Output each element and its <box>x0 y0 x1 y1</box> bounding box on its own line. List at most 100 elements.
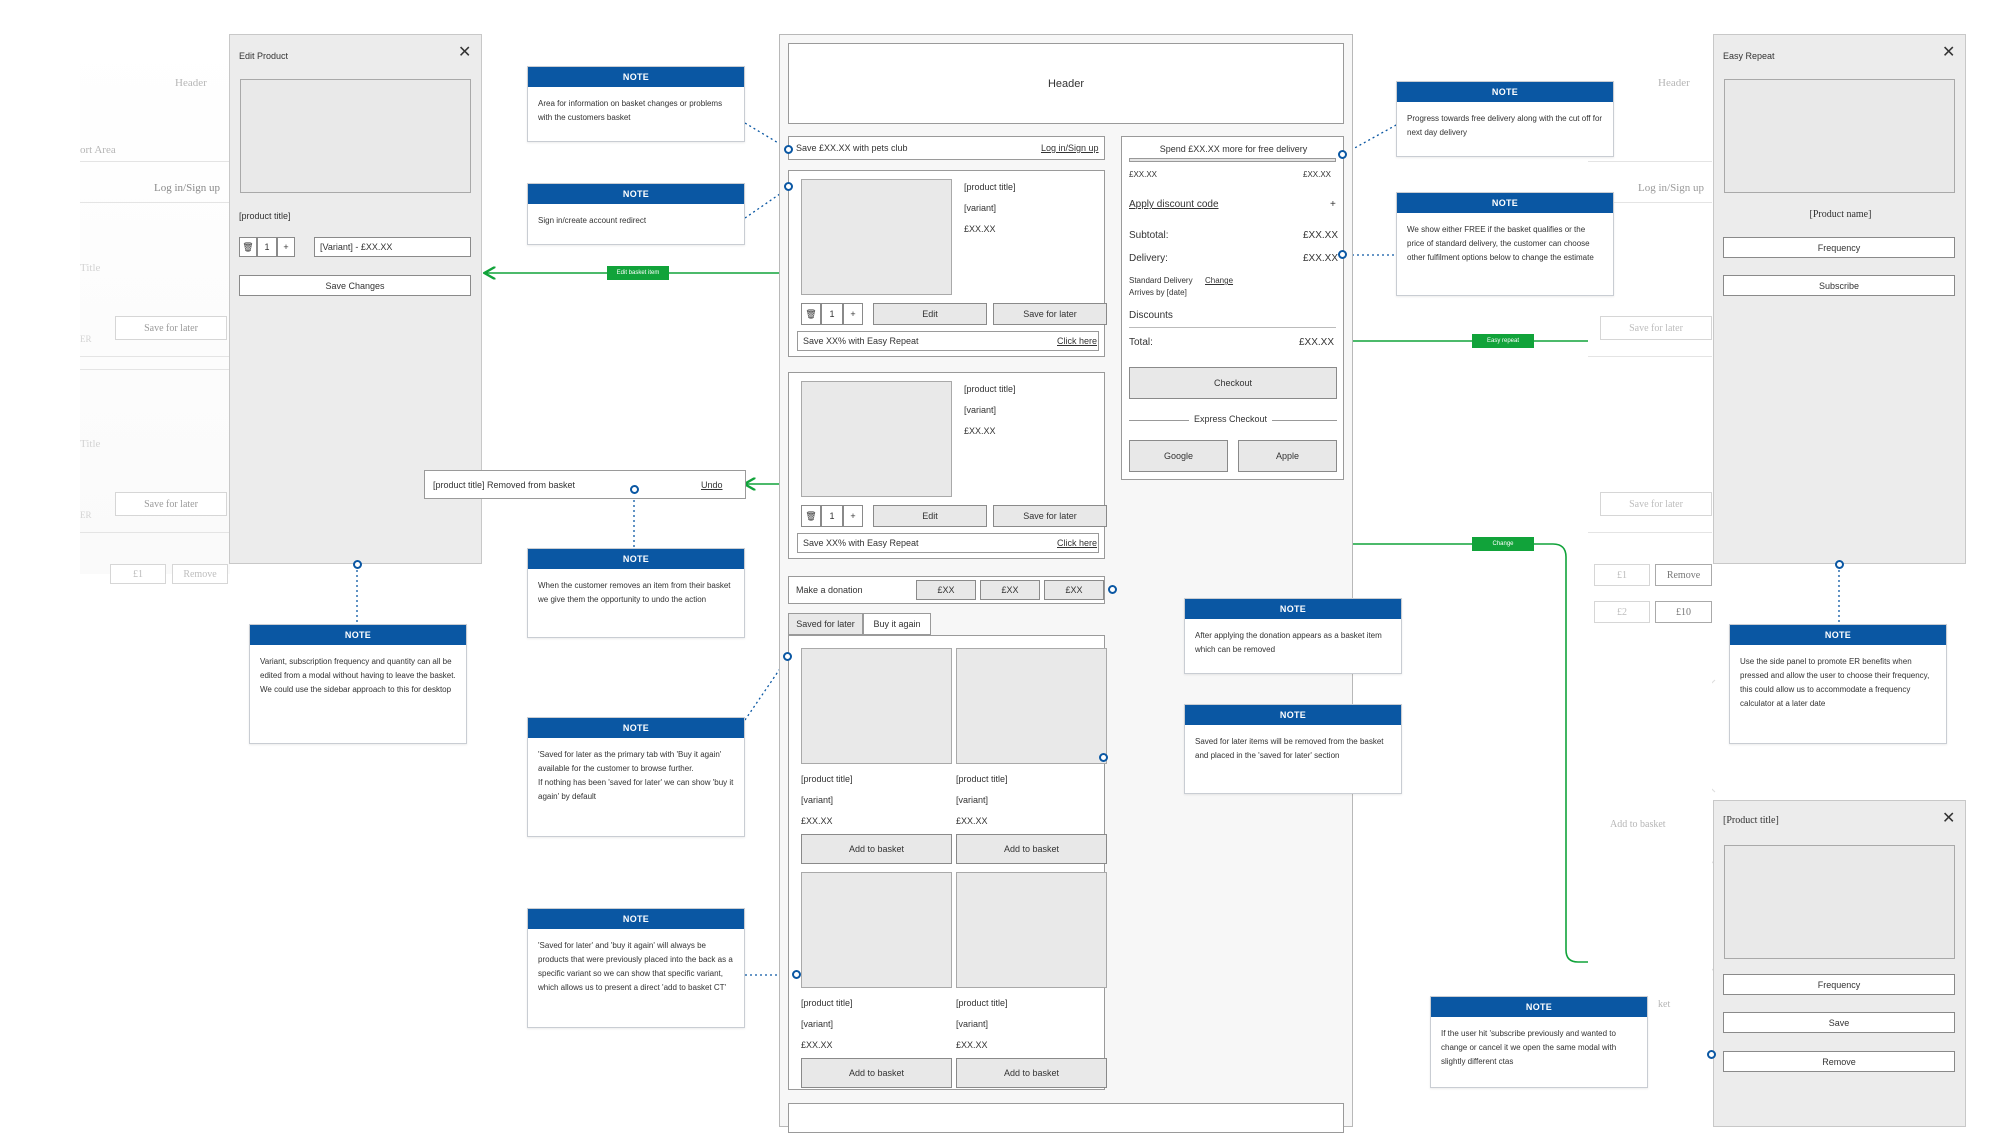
subscribe-button[interactable]: Subscribe <box>1723 275 1955 296</box>
add-to-basket-button[interactable]: Add to basket <box>956 1058 1107 1088</box>
flow-change <box>1105 543 1706 962</box>
note-header: NOTE <box>1397 82 1613 102</box>
ghost-header: Header <box>1658 77 1690 89</box>
easy-repeat-text: Save XX% with Easy Repeat <box>803 336 919 346</box>
connector-dot <box>1338 150 1347 159</box>
checkout-button[interactable]: Checkout <box>1129 367 1337 399</box>
plus-icon[interactable]: + <box>843 505 863 527</box>
apply-discount-link[interactable]: Apply discount code <box>1129 199 1219 210</box>
add-to-basket-button[interactable]: Add to basket <box>801 1058 952 1088</box>
donation-option-1[interactable]: £XX <box>916 580 976 600</box>
connector-dot <box>630 485 639 494</box>
ghost-title-2: Title <box>80 438 101 450</box>
free-delivery-text: Spend £XX.XX more for free delivery <box>1159 144 1308 154</box>
note-body: When the customer removes an item from t… <box>538 581 731 604</box>
note-subscribe-change: NOTE If the user hit 'subscribe previous… <box>1430 996 1648 1088</box>
note-header: NOTE <box>528 909 744 929</box>
ghost-remove: Remove <box>1655 564 1712 586</box>
connector-dot <box>784 145 793 154</box>
grid-image-placeholder <box>801 872 952 988</box>
easy-repeat-link[interactable]: Click here <box>1057 538 1098 548</box>
undo-link[interactable]: Undo <box>701 480 723 490</box>
grid-item-variant: [variant] <box>801 795 834 805</box>
plus-icon[interactable]: + <box>277 237 295 257</box>
note-delivery-price: NOTE We show either FREE if the basket q… <box>1396 192 1614 296</box>
left-ghost-page: Header ort Area Log in/Sign up Title Sav… <box>80 34 230 584</box>
delete-icon[interactable]: 🗑 <box>239 237 257 257</box>
removed-text: [product title] Removed from basket <box>433 480 576 490</box>
edit-button[interactable]: Edit <box>873 303 987 325</box>
item-title: [product title] <box>964 182 1016 192</box>
note-saved-variants: NOTE 'Saved for later' and 'buy it again… <box>527 908 745 1028</box>
easy-repeat-link[interactable]: Click here <box>1057 336 1098 346</box>
donation-option-3[interactable]: £XX <box>1044 580 1104 600</box>
saved-items-grid: [product title] [variant] £XX.XX [produc… <box>788 635 1107 1090</box>
change-delivery-link[interactable]: Change <box>1205 276 1234 285</box>
note-body: Saved for later items will be removed fr… <box>1195 737 1384 760</box>
add-to-basket-button[interactable]: Add to basket <box>956 834 1107 864</box>
ghost-save-1: Save for later <box>115 316 227 340</box>
product-subscription-panel: [Product title] ✕ Frequency Save Remove <box>1713 800 1966 1127</box>
note-header: NOTE <box>1185 599 1401 619</box>
variant-select[interactable]: [Variant] - £XX.XX <box>314 237 471 257</box>
delete-icon[interactable]: 🗑 <box>801 505 821 527</box>
close-icon[interactable]: ✕ <box>458 44 472 61</box>
connector-dot <box>792 970 801 979</box>
plus-icon[interactable]: + <box>843 303 863 325</box>
remove-button[interactable]: Remove <box>1723 1051 1955 1072</box>
tab-saved-for-later[interactable]: Saved for later <box>788 613 863 635</box>
flow-label-change: Change <box>1472 537 1534 551</box>
page-header: Header <box>788 43 1344 124</box>
add-to-basket-button[interactable]: Add to basket <box>801 834 952 864</box>
grid-item-variant: [variant] <box>956 795 989 805</box>
connector-dot <box>1338 250 1347 259</box>
total-value: £XX.XX <box>1299 337 1335 348</box>
grid-image-placeholder <box>956 648 1107 764</box>
page-footer <box>788 1103 1344 1133</box>
note-body: We show either FREE if the basket qualif… <box>1407 225 1594 262</box>
note-body: 'Saved for later as the primary tab with… <box>538 750 734 801</box>
easy-repeat-title: Easy Repeat <box>1723 51 1775 61</box>
ghost-price-1: £1 <box>1594 564 1650 586</box>
item-variant: [variant] <box>964 203 997 213</box>
easy-repeat-panel: Easy Repeat ✕ [Product name] Frequency S… <box>1713 34 1966 564</box>
close-icon[interactable]: ✕ <box>1942 44 1956 61</box>
ghost-er-1: ER <box>80 334 92 344</box>
quantity-value[interactable]: 1 <box>821 505 843 527</box>
quantity-value[interactable]: 1 <box>821 303 843 325</box>
pets-club-text: Save £XX.XX with pets club <box>796 143 908 153</box>
free-delivery-progress <box>1129 158 1336 162</box>
ghost-price: £1 <box>110 564 166 584</box>
note-donation: NOTE After applying the donation appears… <box>1184 598 1402 674</box>
ghost-login: Log in/Sign up <box>1638 182 1705 194</box>
ghost-ket: ket <box>1658 999 1671 1010</box>
tab-buy-it-again[interactable]: Buy it again <box>863 613 931 635</box>
save-changes-button[interactable]: Save Changes <box>239 275 471 296</box>
note-body: If the user hit 'subscribe previously an… <box>1441 1029 1617 1066</box>
plus-icon[interactable]: + <box>1330 199 1336 210</box>
frequency-select[interactable]: Frequency <box>1723 237 1955 258</box>
google-pay-button[interactable]: Google <box>1129 440 1228 472</box>
save-button[interactable]: Save <box>1723 1012 1955 1033</box>
ghost-add-to-basket: Add to basket <box>1610 819 1666 830</box>
login-link[interactable]: Log in/Sign up <box>1041 143 1099 153</box>
note-er-benefits: NOTE Use the side panel to promote ER be… <box>1729 624 1947 744</box>
close-icon[interactable]: ✕ <box>1942 810 1956 827</box>
edit-button[interactable]: Edit <box>873 505 987 527</box>
donation-option-2[interactable]: £XX <box>980 580 1040 600</box>
item-price: £XX.XX <box>964 224 996 234</box>
delete-icon[interactable]: 🗑 <box>801 303 821 325</box>
note-free-delivery: NOTE Progress towards free delivery alon… <box>1396 81 1614 157</box>
apple-pay-button[interactable]: Apple <box>1238 440 1337 472</box>
save-for-later-button[interactable]: Save for later <box>993 303 1107 325</box>
frequency-select[interactable]: Frequency <box>1723 974 1955 995</box>
edit-product-name: [product title] <box>239 211 291 221</box>
note-header: NOTE <box>1397 193 1613 213</box>
quantity-value[interactable]: 1 <box>257 237 277 257</box>
ghost-remove: Remove <box>172 564 228 584</box>
basket-item-2: [product title] [variant] £XX.XX 🗑 1 + E… <box>788 372 1107 559</box>
flow-label-easy-repeat: Easy repeat <box>1472 334 1534 348</box>
flow-label-edit: Edit basket item <box>607 266 669 280</box>
save-for-later-button[interactable]: Save for later <box>993 505 1107 527</box>
easy-repeat-bar: Save XX% with Easy Repeat Click here <box>797 331 1099 351</box>
